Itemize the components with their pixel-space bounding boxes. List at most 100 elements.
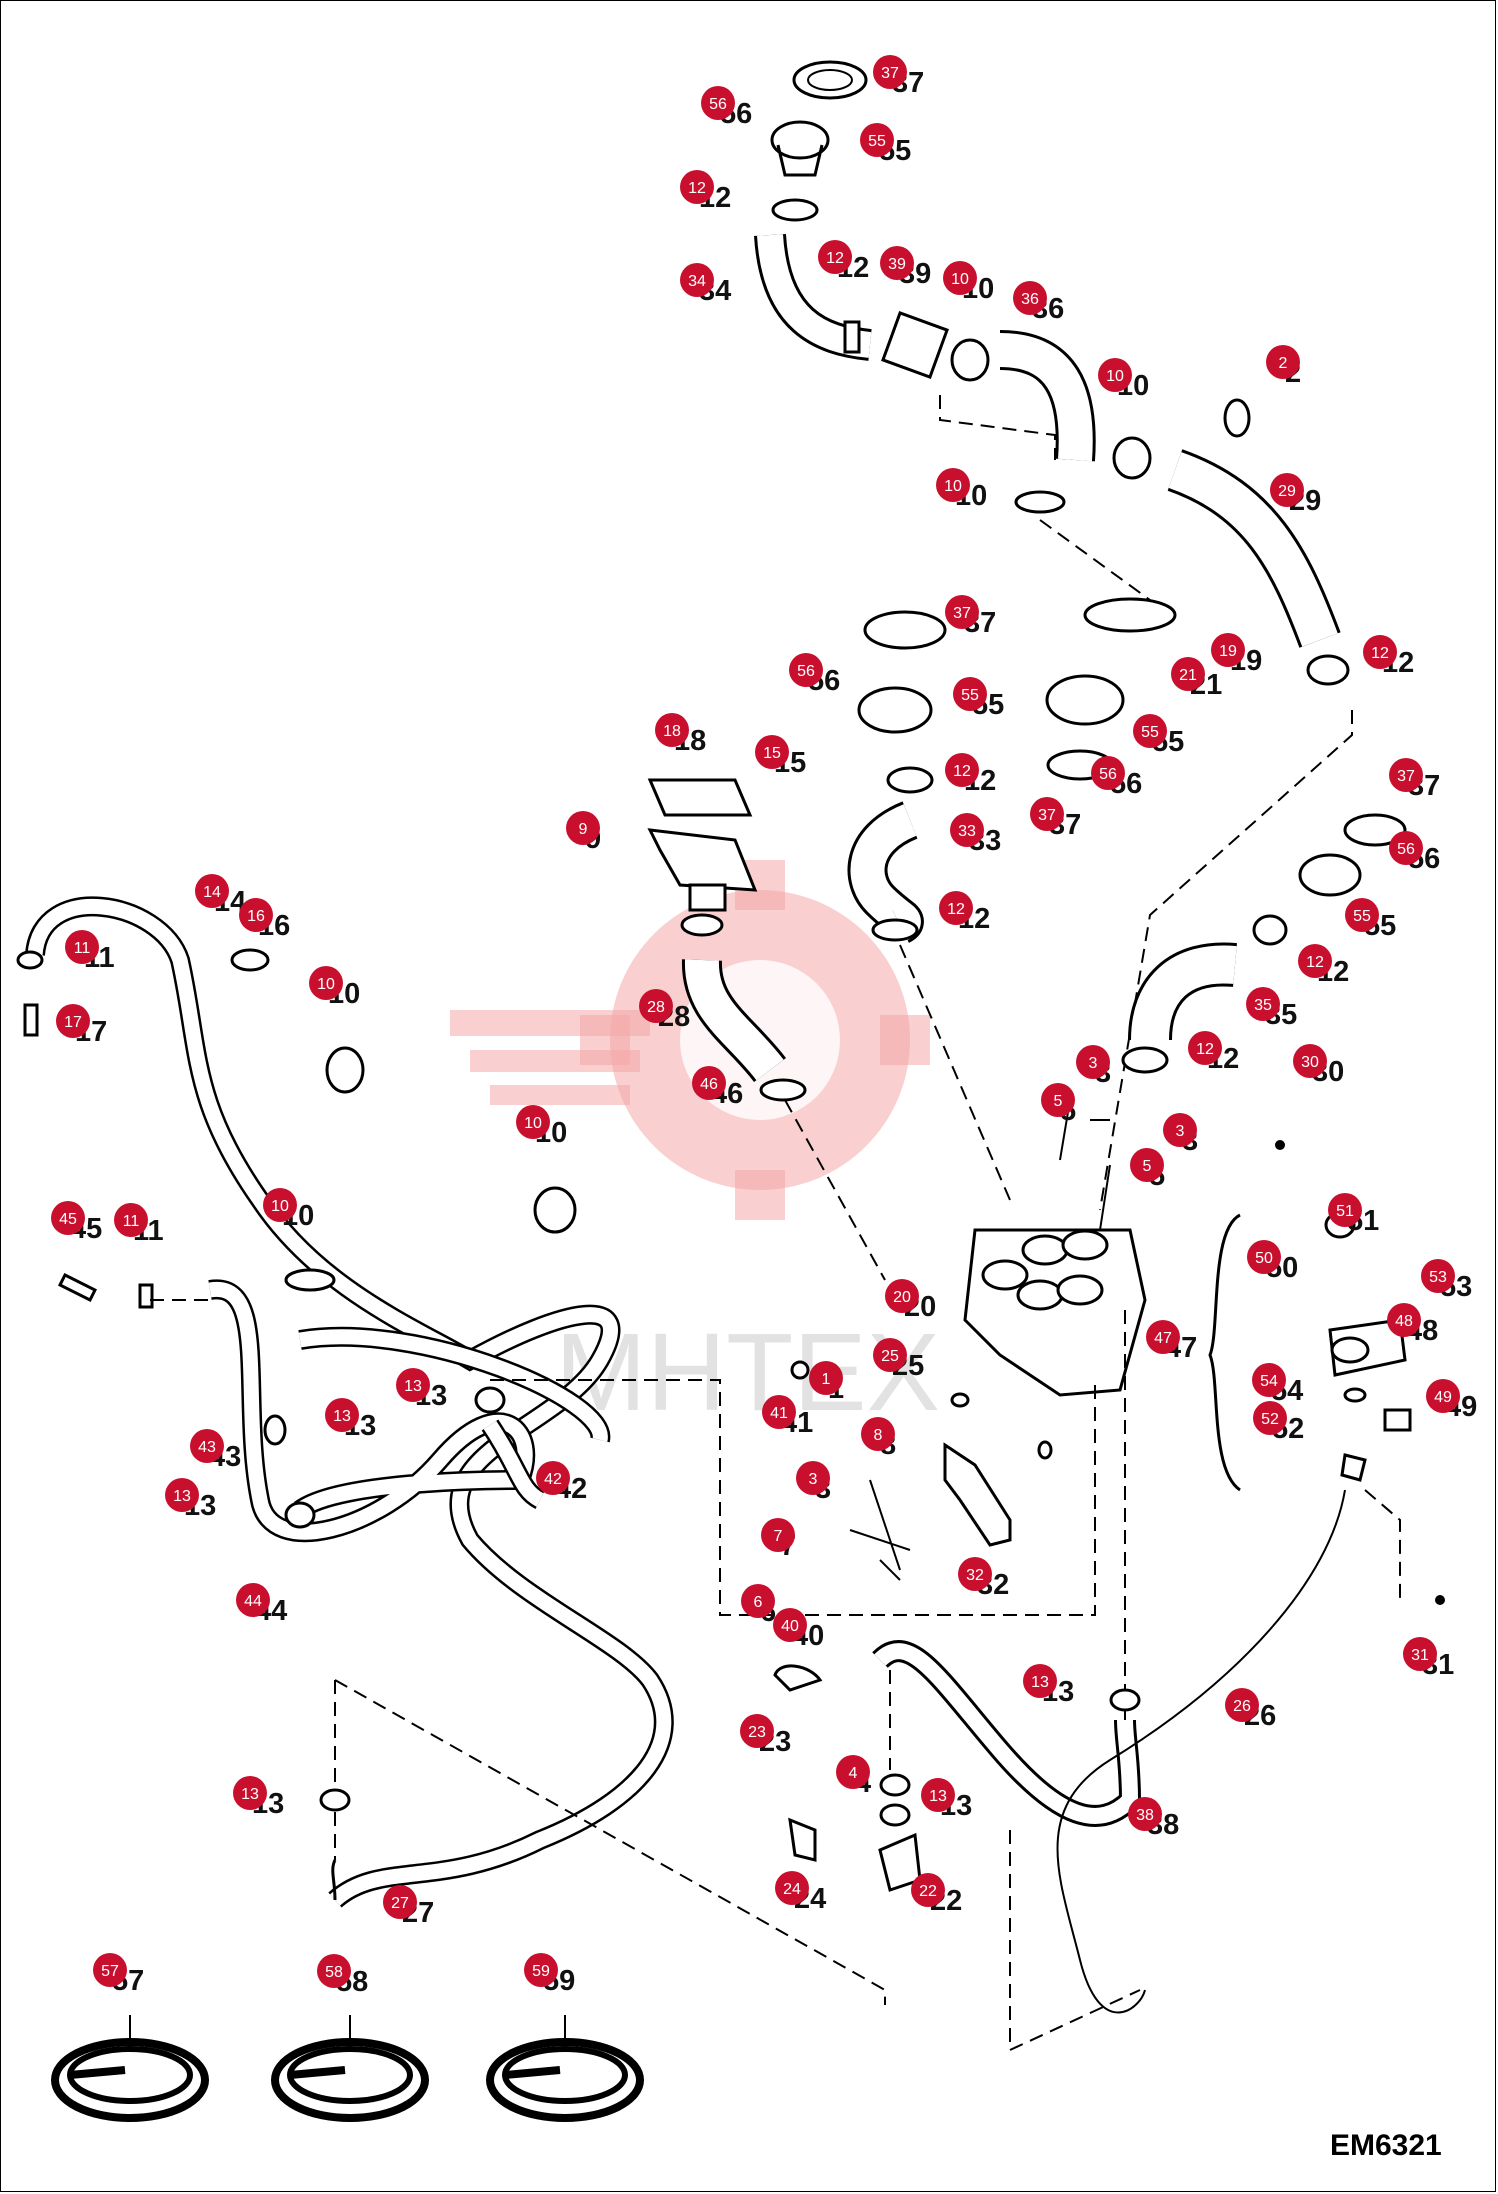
callout-bubble-number: 9 bbox=[579, 821, 588, 838]
callout-bubble-number: 7 bbox=[774, 1528, 783, 1545]
callout-bubble-number: 12 bbox=[1196, 1041, 1214, 1058]
callout-bubble-number: 2 bbox=[1279, 355, 1288, 372]
callout-bubble-number: 41 bbox=[770, 1405, 788, 1422]
callout-bubble-number: 47 bbox=[1154, 1330, 1172, 1347]
callout-bubble bbox=[860, 123, 894, 157]
callout-bubble bbox=[936, 468, 970, 502]
callout-2: 22 bbox=[1266, 345, 1301, 389]
callout-bubble bbox=[1098, 358, 1132, 392]
callout-bubble bbox=[945, 753, 979, 787]
callout-bubble-number: 28 bbox=[647, 999, 665, 1016]
defroster-vent bbox=[647, 778, 886, 1281]
callout-bubble bbox=[396, 1368, 430, 1402]
callout-bubble bbox=[309, 966, 343, 1000]
callout-bubble-number: 10 bbox=[951, 271, 969, 288]
callout-bubble-number: 57 bbox=[101, 1963, 119, 1980]
bracket-and-valve bbox=[773, 1442, 1012, 1892]
callout-bubble-number: 17 bbox=[64, 1014, 82, 1031]
callout-bubble bbox=[239, 898, 273, 932]
callout-bubble-number: 6 bbox=[754, 1594, 763, 1611]
callout-bubble-number: 40 bbox=[781, 1618, 799, 1635]
callout-bubble bbox=[1211, 633, 1245, 667]
callout-bubble-number: 37 bbox=[1038, 807, 1056, 824]
callout-bubble bbox=[701, 86, 735, 120]
callout-bubble bbox=[1270, 473, 1304, 507]
callout-bubble bbox=[1146, 1320, 1180, 1354]
callout-bubble bbox=[692, 1066, 726, 1100]
callout-bubble-number: 13 bbox=[173, 1488, 191, 1505]
callout-bubble bbox=[945, 595, 979, 629]
heater-body bbox=[963, 1099, 1147, 1397]
hose-coil-57 bbox=[51, 2038, 209, 2122]
callout-bubble-number: 4 bbox=[849, 1765, 858, 1782]
callout-bubble bbox=[1298, 944, 1332, 978]
callout-bubble-number: 44 bbox=[244, 1593, 262, 1610]
callout-bubble-number: 56 bbox=[1099, 766, 1117, 783]
callout-bubble-number: 55 bbox=[1141, 724, 1159, 741]
callout-bubble-number: 13 bbox=[404, 1378, 422, 1395]
callout-bubble-number: 24 bbox=[783, 1881, 801, 1898]
callout-bubble bbox=[325, 1398, 359, 1432]
top-filler-assembly bbox=[754, 60, 1353, 1211]
callout-bubble-number: 55 bbox=[1353, 908, 1371, 925]
hose-assembly-left bbox=[25, 896, 1096, 2005]
callout-bubble-number: 12 bbox=[1371, 645, 1389, 662]
callout-bubble-number: 13 bbox=[333, 1408, 351, 1425]
callout-bubble-number: 35 bbox=[1254, 997, 1272, 1014]
callout-5-a: 55 bbox=[1041, 1083, 1076, 1127]
callout-bubble-number: 12 bbox=[826, 250, 844, 267]
callout-bubble-number: 5 bbox=[1143, 1158, 1152, 1175]
callout-bubble-number: 12 bbox=[1306, 954, 1324, 971]
callout-bubble bbox=[885, 1279, 919, 1313]
callout-bubble-number: 42 bbox=[544, 1471, 562, 1488]
callout-bubble-number: 55 bbox=[961, 687, 979, 704]
callout-bubble-number: 23 bbox=[748, 1724, 766, 1741]
callout-bubble bbox=[1247, 1240, 1281, 1274]
callout-bubble-number: 55 bbox=[868, 133, 886, 150]
callout-bubble bbox=[233, 1776, 267, 1810]
callout-bubble bbox=[1389, 758, 1423, 792]
callout-bubble bbox=[950, 813, 984, 847]
callout-bubble-number: 54 bbox=[1260, 1373, 1278, 1390]
callout-bubble bbox=[1041, 1083, 1075, 1117]
callout-bubble bbox=[1389, 831, 1423, 865]
callout-bubble-number: 10 bbox=[1106, 368, 1124, 385]
callout-bubble bbox=[1345, 898, 1379, 932]
callout-bubble-number: 34 bbox=[688, 273, 706, 290]
callout-bubble-number: 14 bbox=[203, 884, 221, 901]
callout-bubble bbox=[1246, 987, 1280, 1021]
callout-bubble bbox=[1293, 1044, 1327, 1078]
callout-7: 77 bbox=[761, 1518, 796, 1562]
